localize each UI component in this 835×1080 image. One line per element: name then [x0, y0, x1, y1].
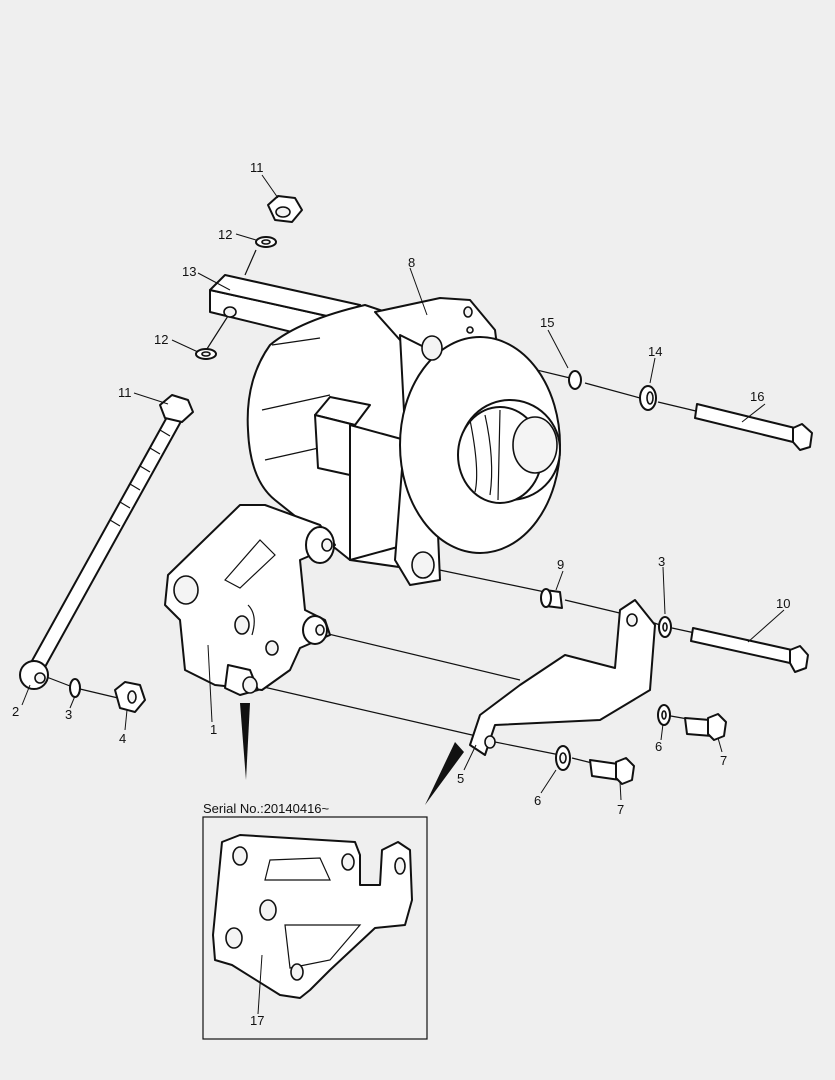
adjuster-bracket-part-5 — [469, 599, 656, 756]
callout-4: 4 — [119, 731, 126, 746]
callout-6-right: 6 — [655, 739, 662, 754]
bolt-part-10 — [690, 627, 809, 673]
callout-17: 17 — [250, 1013, 264, 1028]
callout-10: 10 — [776, 596, 790, 611]
washer-part-6-right — [657, 704, 671, 726]
callout-12-lower: 12 — [154, 332, 168, 347]
callout-3-right: 3 — [658, 554, 665, 569]
callout-11-upper: 11 — [250, 160, 264, 175]
nut-part-4 — [114, 681, 146, 713]
alternator-part-8 — [246, 297, 561, 586]
inset-bracket-part-17 — [212, 834, 413, 999]
callout-labels: 11 12 13 12 11 8 15 14 16 9 3 10 2 3 4 1… — [12, 160, 790, 817]
callout-13: 13 — [182, 264, 196, 279]
nut-part-11-lower — [159, 394, 194, 423]
callout-7-right: 7 — [720, 753, 727, 768]
spacer-part-15 — [568, 370, 582, 390]
callout-11-lower: 11 — [118, 385, 132, 400]
lock-washer-part-14 — [639, 385, 657, 411]
callout-15: 15 — [540, 315, 554, 330]
washer-part-12-lower — [195, 348, 217, 360]
bolt-part-7-left — [589, 757, 635, 785]
washer-part-12-upper — [255, 236, 277, 248]
inset-caption: Serial No.:20140416~ — [203, 801, 330, 816]
callout-1: 1 — [210, 722, 217, 737]
callout-3-left: 3 — [65, 707, 72, 722]
bolt-part-7-right — [684, 713, 727, 741]
callout-14: 14 — [648, 344, 662, 359]
spacer-part-9 — [540, 588, 563, 609]
inset-pointer-arrows — [240, 703, 464, 805]
mounting-bracket-part-1 — [164, 504, 336, 696]
nut-part-11-upper — [267, 195, 303, 223]
callout-12-upper: 12 — [218, 227, 232, 242]
callout-leaders — [21, 174, 785, 801]
serial-inset: Serial No.:20140416~ 17 — [202, 801, 428, 1040]
washer-part-3-left — [69, 678, 81, 698]
callout-2: 2 — [12, 704, 19, 719]
callout-6-left: 6 — [534, 793, 541, 808]
bolt-part-16 — [694, 403, 813, 451]
callout-16: 16 — [750, 389, 764, 404]
washer-part-6-left — [555, 745, 571, 771]
callout-5: 5 — [457, 771, 464, 786]
callout-8: 8 — [408, 255, 415, 270]
washer-part-3-right — [658, 616, 672, 638]
adjuster-rod-part-2 — [19, 407, 185, 690]
callout-7-left: 7 — [617, 802, 624, 817]
callout-9: 9 — [557, 557, 564, 572]
